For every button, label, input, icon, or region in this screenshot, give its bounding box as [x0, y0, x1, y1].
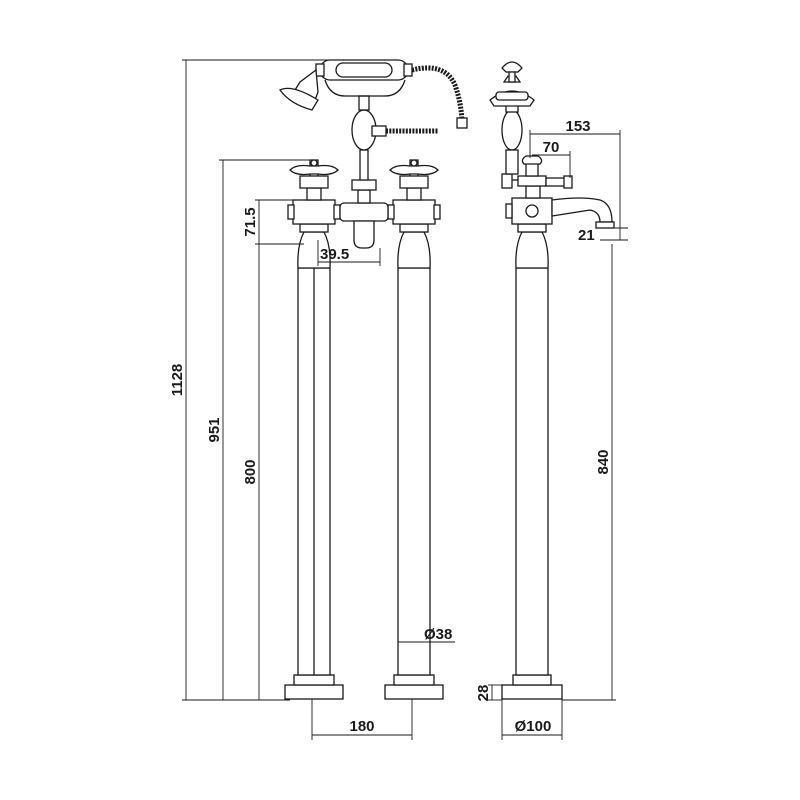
front-view — [279, 59, 468, 700]
dim-handle-reach: 70 — [543, 139, 560, 156]
dim-handle-height: 951 — [206, 417, 223, 442]
dimension-lines — [182, 59, 628, 740]
dim-spout-drop: 21 — [578, 227, 595, 244]
dim-pillar-diameter: Ø38 — [424, 626, 452, 643]
dim-total-height: 1128 — [169, 364, 186, 397]
dim-base-height: 28 — [475, 685, 492, 702]
mixer-body — [339, 149, 389, 249]
shower-cradle — [279, 59, 468, 151]
dim-centres: 180 — [349, 718, 374, 735]
side-view — [489, 61, 615, 700]
dim-side-height: 840 — [595, 449, 612, 474]
dim-base-diameter: Ø100 — [515, 718, 552, 735]
dim-spout-reach: 153 — [565, 118, 590, 135]
right-pillar — [384, 159, 444, 700]
dim-spout-offset: 39.5 — [320, 246, 349, 263]
dim-column-height: 800 — [242, 459, 259, 484]
left-pillar — [284, 159, 344, 700]
dimension-labels: 1128 951 800 71.5 39.5 Ø38 180 153 70 21… — [169, 118, 612, 735]
dim-body-height: 71.5 — [242, 207, 259, 236]
